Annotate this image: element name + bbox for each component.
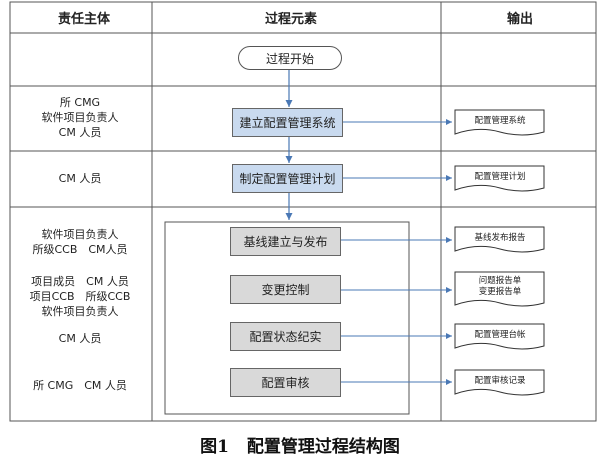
document-shape-1 bbox=[454, 109, 545, 136]
output-doc-line: 问题报告单 bbox=[478, 276, 522, 286]
output-doc-cm-system: 配置管理系统 bbox=[474, 116, 526, 126]
responsibility-line: 软件项目负责人 bbox=[41, 305, 119, 318]
output-doc-audit-record: 配置审核记录 bbox=[474, 376, 526, 386]
responsibility-row-5: CM 人员 bbox=[10, 331, 150, 346]
responsibility-line: 项目成员 CM 人员 bbox=[31, 275, 129, 288]
output-doc-line: 变更报告单 bbox=[478, 287, 522, 297]
responsibility-row-2: CM 人员 bbox=[10, 171, 150, 186]
responsibility-line: 所 CMG bbox=[59, 96, 101, 109]
figure-caption: 图1 配置管理过程结构图 bbox=[0, 432, 600, 457]
responsibility-line: CM 人员 bbox=[58, 126, 102, 139]
sub-process-frame bbox=[164, 221, 410, 415]
document-shape-5 bbox=[454, 323, 545, 350]
responsibility-line: CM 人员 bbox=[58, 332, 102, 345]
responsibility-line: CM 人员 bbox=[58, 172, 102, 185]
sub-step-baseline: 基线建立与发布 bbox=[230, 227, 341, 256]
responsibility-line: 软件项目负责人 bbox=[41, 228, 119, 241]
responsibility-line: 软件项目负责人 bbox=[41, 111, 119, 124]
responsibility-row-4: 项目成员 CM 人员 项目CCB 所级CCB 软件项目负责人 bbox=[10, 274, 150, 319]
header-responsibility: 责任主体 bbox=[58, 12, 111, 27]
responsibility-row-1: 所 CMG 软件项目负责人 CM 人员 bbox=[10, 95, 150, 140]
sub-step-audit: 配置审核 bbox=[230, 368, 341, 397]
document-shape-4 bbox=[454, 271, 545, 307]
output-doc-baseline-report: 基线发布报告 bbox=[474, 233, 526, 243]
responsibility-row-3: 软件项目负责人 所级CCB CM人员 bbox=[10, 227, 150, 257]
document-shape-2 bbox=[454, 165, 545, 192]
process-step-make-cm-plan: 制定配置管理计划 bbox=[232, 164, 343, 193]
process-start-node: 过程开始 bbox=[238, 46, 342, 70]
responsibility-line: 项目CCB 所级CCB bbox=[29, 290, 131, 303]
responsibility-row-6: 所 CMG CM 人员 bbox=[10, 378, 150, 393]
output-doc-cm-plan: 配置管理计划 bbox=[474, 172, 526, 182]
process-step-build-cm-system: 建立配置管理系统 bbox=[232, 108, 343, 137]
document-shape-3 bbox=[454, 226, 545, 253]
output-doc-problem-change-reports: 问题报告单 变更报告单 bbox=[455, 276, 545, 298]
figure-number: 图1 bbox=[200, 437, 229, 457]
sub-step-status-accounting: 配置状态纪实 bbox=[230, 322, 341, 351]
document-shape-6 bbox=[454, 369, 545, 396]
table-border bbox=[9, 1, 597, 422]
header-process: 过程元素 bbox=[265, 12, 318, 27]
output-doc-cm-ledger: 配置管理台帐 bbox=[474, 330, 526, 340]
responsibility-line: 所 CMG CM 人员 bbox=[33, 379, 127, 392]
sub-step-change-control: 变更控制 bbox=[230, 275, 341, 304]
figure-title: 配置管理过程结构图 bbox=[246, 437, 400, 457]
responsibility-line: 所级CCB CM人员 bbox=[32, 243, 128, 256]
header-output: 输出 bbox=[507, 12, 534, 27]
